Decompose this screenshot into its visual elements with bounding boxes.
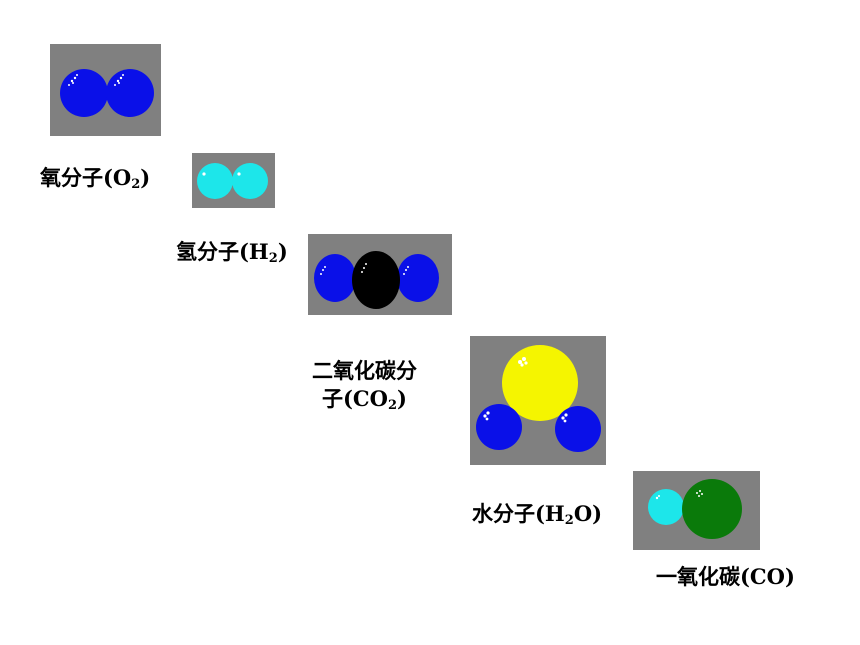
carbon-atom [648,489,684,525]
h2-molecule-image [192,153,275,208]
oxygen-atom-right [397,254,439,302]
oxygen-atom-left [60,69,108,117]
co2-label: 二氧化碳分 子(CO2) [312,358,417,413]
highlight-speckle [68,74,124,86]
o2-label: 氧分子(O2) [40,165,151,192]
h2o-molecule-image [470,336,606,465]
oxygen-atom-right [106,69,154,117]
h2o-label: 水分子(H2O) [472,501,603,528]
hydrogen-atom-right [555,406,601,452]
co2-molecule-image [308,234,452,315]
co-label: 一氧化碳(CO) [656,564,795,589]
hydrogen-atom-left [197,163,233,199]
co-molecule-image [633,471,760,550]
hydrogen-atom-left [476,404,522,450]
o2-molecule-image [50,44,161,136]
oxygen-atom-left [314,254,356,302]
carbon-atom [352,251,400,309]
h2-label: 氢分子(H2) [176,239,288,266]
oxygen-atom [682,479,742,539]
hydrogen-atom-right [232,163,268,199]
